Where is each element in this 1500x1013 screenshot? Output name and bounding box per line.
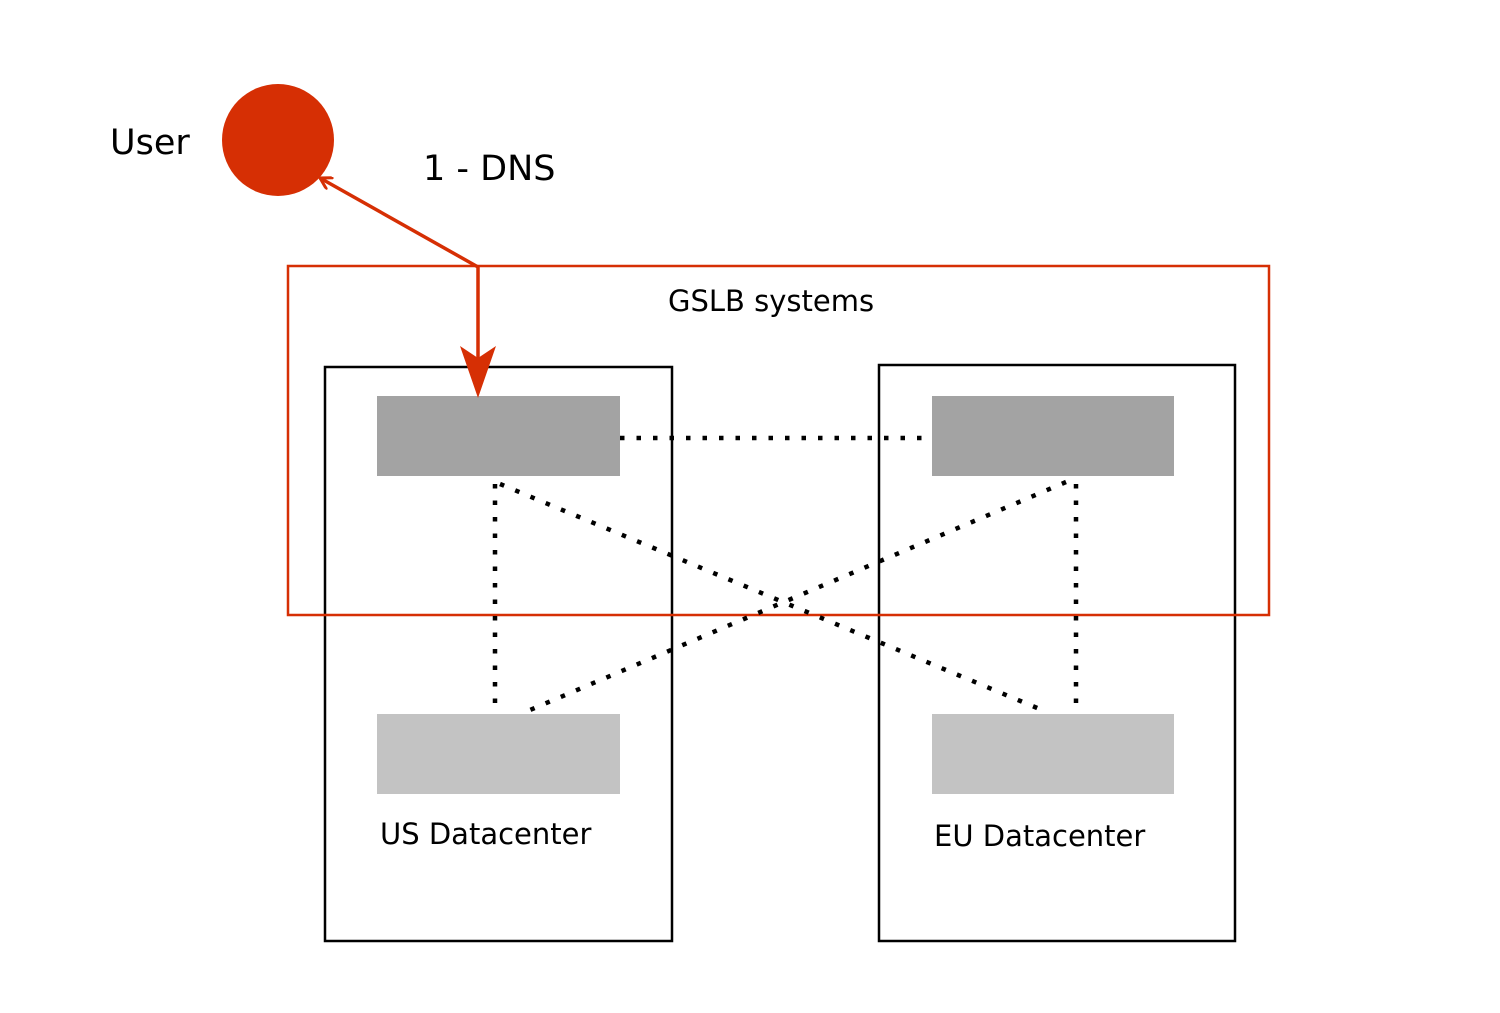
user-node	[222, 84, 334, 196]
us-server-node	[377, 714, 620, 794]
eu-gslb-node	[932, 396, 1174, 476]
link-eu-gslb-to-us-server	[529, 479, 1067, 713]
link-us-gslb-to-eu-server	[499, 481, 1043, 713]
us-datacenter-box	[323, 365, 674, 943]
eu-server-node	[932, 714, 1174, 794]
us-gslb-node	[377, 396, 620, 476]
us-datacenter-label: US Datacenter	[380, 817, 591, 851]
dns-step-label: 1 - DNS	[423, 149, 556, 189]
eu-datacenter-box	[877, 363, 1237, 943]
dns-arrow-to-user	[320, 178, 479, 269]
eu-datacenter-label: EU Datacenter	[934, 819, 1145, 853]
gslb-systems-label: GSLB systems	[668, 284, 874, 318]
dns-arrow-down-head	[460, 346, 496, 398]
gslb-systems-box	[286, 264, 1271, 617]
user-label: User	[110, 123, 190, 163]
